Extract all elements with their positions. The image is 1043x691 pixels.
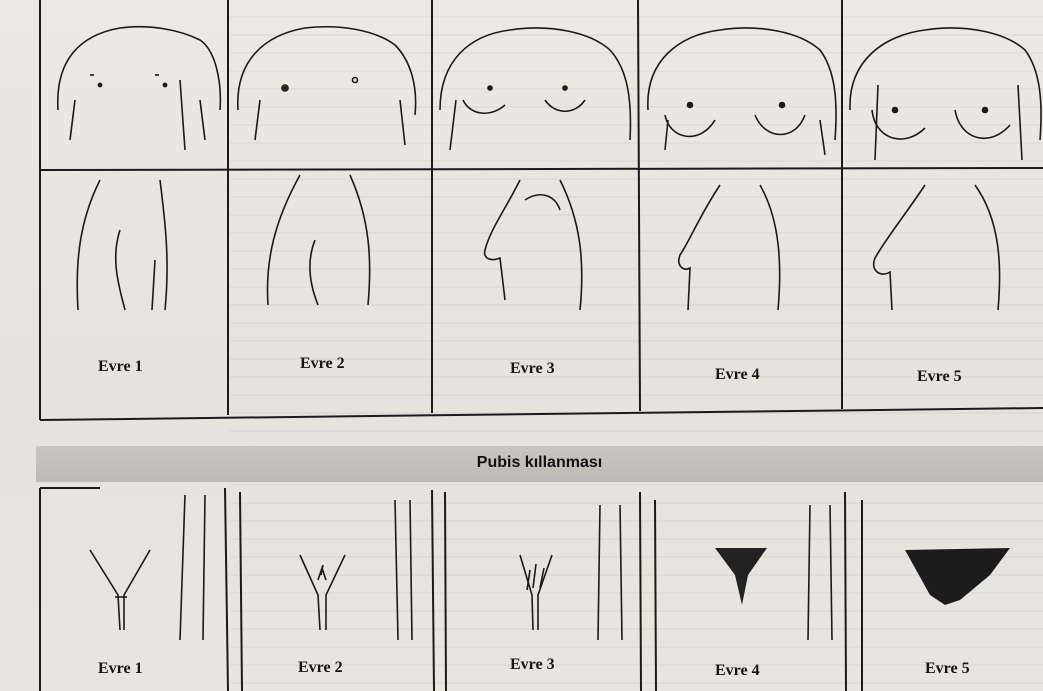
pubic-stage-label-2: Evre 2: [298, 659, 343, 677]
breast-stage-label-2: Evre 2: [300, 355, 345, 373]
pubic-stage-label-5: Evre 5: [925, 660, 970, 678]
divider-3: [638, 0, 640, 411]
pubic-section-title: Pubis kıllanması: [36, 454, 1043, 472]
row-divider: [40, 168, 1043, 170]
breast-stage-label-1: Evre 1: [98, 358, 143, 376]
breast-stage-label-4: Evre 4: [715, 366, 760, 384]
stage5-pubic-shape: [905, 548, 1010, 605]
breast-stage-label-3: Evre 3: [510, 360, 555, 378]
breast-stage-label-5: Evre 5: [917, 368, 962, 386]
pubic-section-band: Pubis kıllanması: [36, 446, 1043, 482]
pubic-stage-label-4: Evre 4: [715, 662, 760, 680]
panel-bottom-border: [40, 408, 1043, 420]
pubic-stage-label-3: Evre 3: [510, 656, 555, 674]
pubic-stage-label-1: Evre 1: [98, 660, 143, 678]
stage4-pubic-shape: [715, 548, 767, 605]
